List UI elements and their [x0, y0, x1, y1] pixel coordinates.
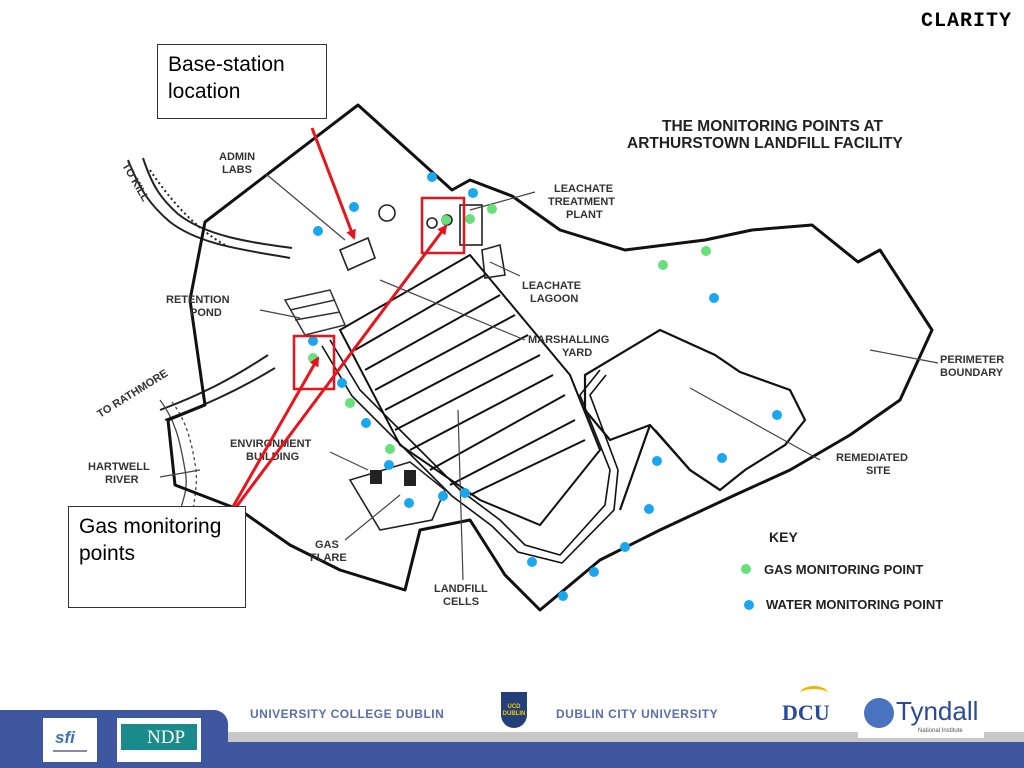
retention-pond	[283, 289, 347, 336]
tyndall-globe-icon	[864, 698, 894, 728]
key-water-label: WATER MONITORING POINT	[766, 597, 943, 612]
base-station-callout: Base-station location	[157, 44, 327, 119]
water-monitoring-points	[308, 172, 782, 610]
gas-point	[701, 246, 711, 256]
ndp-logo-text: NDP	[147, 727, 186, 748]
water-point	[460, 488, 470, 498]
water-point	[337, 378, 347, 388]
perimeter-boundary	[166, 103, 934, 612]
label-hartwell-2: RIVER	[105, 474, 139, 486]
gas-point-highlight	[292, 334, 336, 391]
dcu-swoosh-icon	[800, 686, 828, 701]
arrow-to-base-station	[310, 127, 356, 240]
label-admin-labs-2: LABS	[222, 164, 252, 176]
gas-points-callout: Gas monitoring points	[68, 506, 246, 608]
label-perimeter-2: BOUNDARY	[940, 367, 1004, 379]
ucd-crest: UCD DUBLIN	[501, 692, 527, 728]
water-point	[384, 460, 394, 470]
label-gas-flare-1: GAS	[315, 539, 339, 551]
tyndall-logo: Tyndall National Institute	[858, 690, 984, 738]
map-title-line1: THE MONITORING POINTS AT	[662, 118, 884, 135]
brand-title: CLARITY	[920, 10, 1012, 33]
label-leachate-plant-2: TREATMENT	[548, 196, 615, 208]
label-environment-1: ENVIRONMENT	[230, 438, 312, 450]
road-to-rathmore	[159, 354, 276, 421]
dcu-logo: DCU	[782, 700, 830, 725]
gas-point	[487, 204, 497, 214]
ucd-crest-text: UCD DUBLIN	[502, 704, 526, 717]
water-point	[427, 172, 437, 182]
label-retention-pond-2: POND	[190, 307, 222, 319]
label-marshalling-yard-1: MARSHALLING	[528, 334, 609, 346]
base-station-highlight	[420, 196, 466, 255]
gas-points-callout-text: Gas monitoring points	[79, 515, 222, 565]
water-point	[349, 202, 359, 212]
gas-point	[345, 398, 355, 408]
water-point	[644, 504, 654, 514]
gas-point	[385, 444, 395, 454]
footer: sfi NDP UNIVERSITY COLLEGE DUBLIN UCD DU…	[0, 686, 1024, 768]
key-gas-label: GAS MONITORING POINT	[764, 562, 923, 577]
dcu-label: DUBLIN CITY UNIVERSITY	[556, 707, 719, 721]
key-title: KEY	[769, 529, 798, 545]
gas-point	[658, 260, 668, 270]
landfill-map: THE MONITORING POINTS AT ARTHURSTOWN LAN…	[88, 103, 1004, 612]
arrow-to-plant	[220, 224, 448, 527]
label-to-rathmore: TO RATHMORE	[95, 368, 170, 421]
label-leachate-plant-3: PLANT	[566, 209, 603, 221]
water-point	[717, 453, 727, 463]
label-perimeter-1: PERIMETER	[940, 354, 1004, 366]
label-leachate-lagoon-1: LEACHATE	[522, 280, 581, 292]
label-retention-pond-1: RETENTION	[166, 294, 230, 306]
arrow-to-gas-point	[220, 356, 320, 527]
label-gas-flare-2: FLARE	[310, 552, 347, 564]
hartwell-river	[159, 399, 198, 521]
gas-point	[465, 214, 475, 224]
label-landfill-2: CELLS	[443, 596, 479, 608]
water-point	[652, 456, 662, 466]
road-to-kill	[127, 157, 293, 259]
base-station-callout-text: Base-station location	[168, 53, 285, 103]
label-remediated-2: SITE	[866, 465, 890, 477]
label-marshalling-yard-2: YARD	[562, 347, 592, 359]
label-leachate-lagoon-2: LAGOON	[530, 293, 578, 305]
label-landfill-1: LANDFILL	[434, 583, 488, 595]
sfi-logo-text: sfi	[55, 728, 75, 747]
water-point	[589, 567, 599, 577]
gas-flare-area	[348, 461, 446, 531]
water-point	[404, 498, 414, 508]
water-point	[308, 336, 318, 346]
water-point	[558, 591, 568, 601]
water-point	[361, 418, 371, 428]
water-point	[527, 557, 537, 567]
leachate-plant-structures	[338, 204, 506, 279]
water-point	[772, 410, 782, 420]
water-point	[620, 542, 630, 552]
label-hartwell-1: HARTWELL	[88, 461, 150, 473]
callout-arrows	[220, 127, 448, 527]
highlight-boxes	[292, 196, 466, 391]
water-point	[438, 491, 448, 501]
water-point	[744, 600, 754, 610]
landfill-cells	[338, 253, 602, 527]
water-point	[709, 293, 719, 303]
internal-road	[321, 339, 619, 564]
sfi-logo: sfi	[43, 718, 97, 762]
ndp-logo: NDP	[117, 718, 201, 762]
map-title-line2: ARTHURSTOWN LANDFILL FACILITY	[627, 135, 903, 152]
gas-point	[441, 215, 451, 225]
ucd-label: UNIVERSITY COLLEGE DUBLIN	[250, 707, 445, 721]
gas-point	[741, 564, 751, 574]
water-point	[313, 226, 323, 236]
remediated-site-outline	[583, 328, 807, 511]
label-remediated-1: REMEDIATED	[836, 452, 908, 464]
tyndall-logo-text: Tyndall	[896, 696, 979, 726]
tyndall-logo-sub: National Institute	[918, 728, 963, 734]
label-admin-labs-1: ADMIN	[219, 151, 255, 163]
water-point	[468, 188, 478, 198]
label-leachate-plant-1: LEACHATE	[554, 183, 613, 195]
